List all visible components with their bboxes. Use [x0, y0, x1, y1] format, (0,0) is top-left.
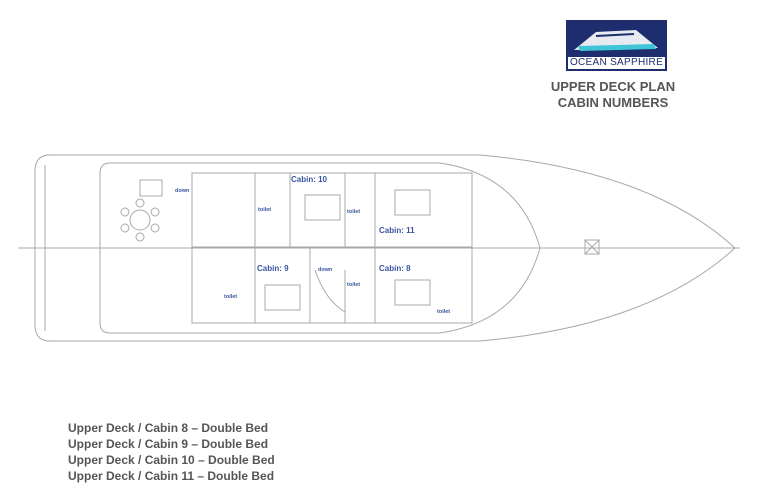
cabin-9-label: Cabin: 9 — [257, 264, 289, 273]
stairs-down-label: down — [175, 188, 190, 194]
toilet-label: toilet — [347, 209, 361, 215]
toilet-label: toilet — [347, 282, 361, 288]
bed-cabin-11 — [394, 189, 431, 216]
bed-cabin-9 — [264, 284, 301, 311]
legend-item: Upper Deck / Cabin 8 – Double Bed — [68, 421, 269, 435]
bed-cabin-8 — [394, 279, 431, 306]
cabin-block — [191, 172, 473, 324]
legend-item: Upper Deck / Cabin 11 – Double Bed — [68, 469, 275, 483]
hull-outline — [34, 154, 736, 342]
spiral-down-label: down — [318, 267, 333, 273]
stairs-aft — [139, 179, 163, 197]
toilet-label: toilet — [437, 309, 451, 315]
page-subtitle: CABIN NUMBERS — [557, 95, 669, 110]
cabin-8-label: Cabin: 8 — [379, 264, 411, 273]
cabin-11-label: Cabin: 11 — [379, 226, 415, 235]
bed-cabin-10 — [304, 194, 341, 221]
superstructure — [99, 162, 541, 334]
page-title: UPPER DECK PLAN — [550, 79, 676, 94]
toilet-label: toilet — [258, 207, 272, 213]
logo-brand-text: OCEAN SAPPHIRE — [568, 57, 665, 69]
legend-item: Upper Deck / Cabin 9 – Double Bed — [68, 437, 269, 451]
cabin-10-label: Cabin: 10 — [291, 175, 328, 184]
legend-item: Upper Deck / Cabin 10 – Double Bed — [68, 453, 275, 467]
toilet-label: toilet — [224, 294, 238, 300]
hatch — [584, 239, 600, 255]
yacht-icon — [574, 30, 658, 51]
ocean-sapphire-logo: OCEAN SAPPHIRE — [566, 20, 667, 71]
spiral-stairs — [314, 269, 346, 313]
dining-table — [129, 209, 151, 231]
